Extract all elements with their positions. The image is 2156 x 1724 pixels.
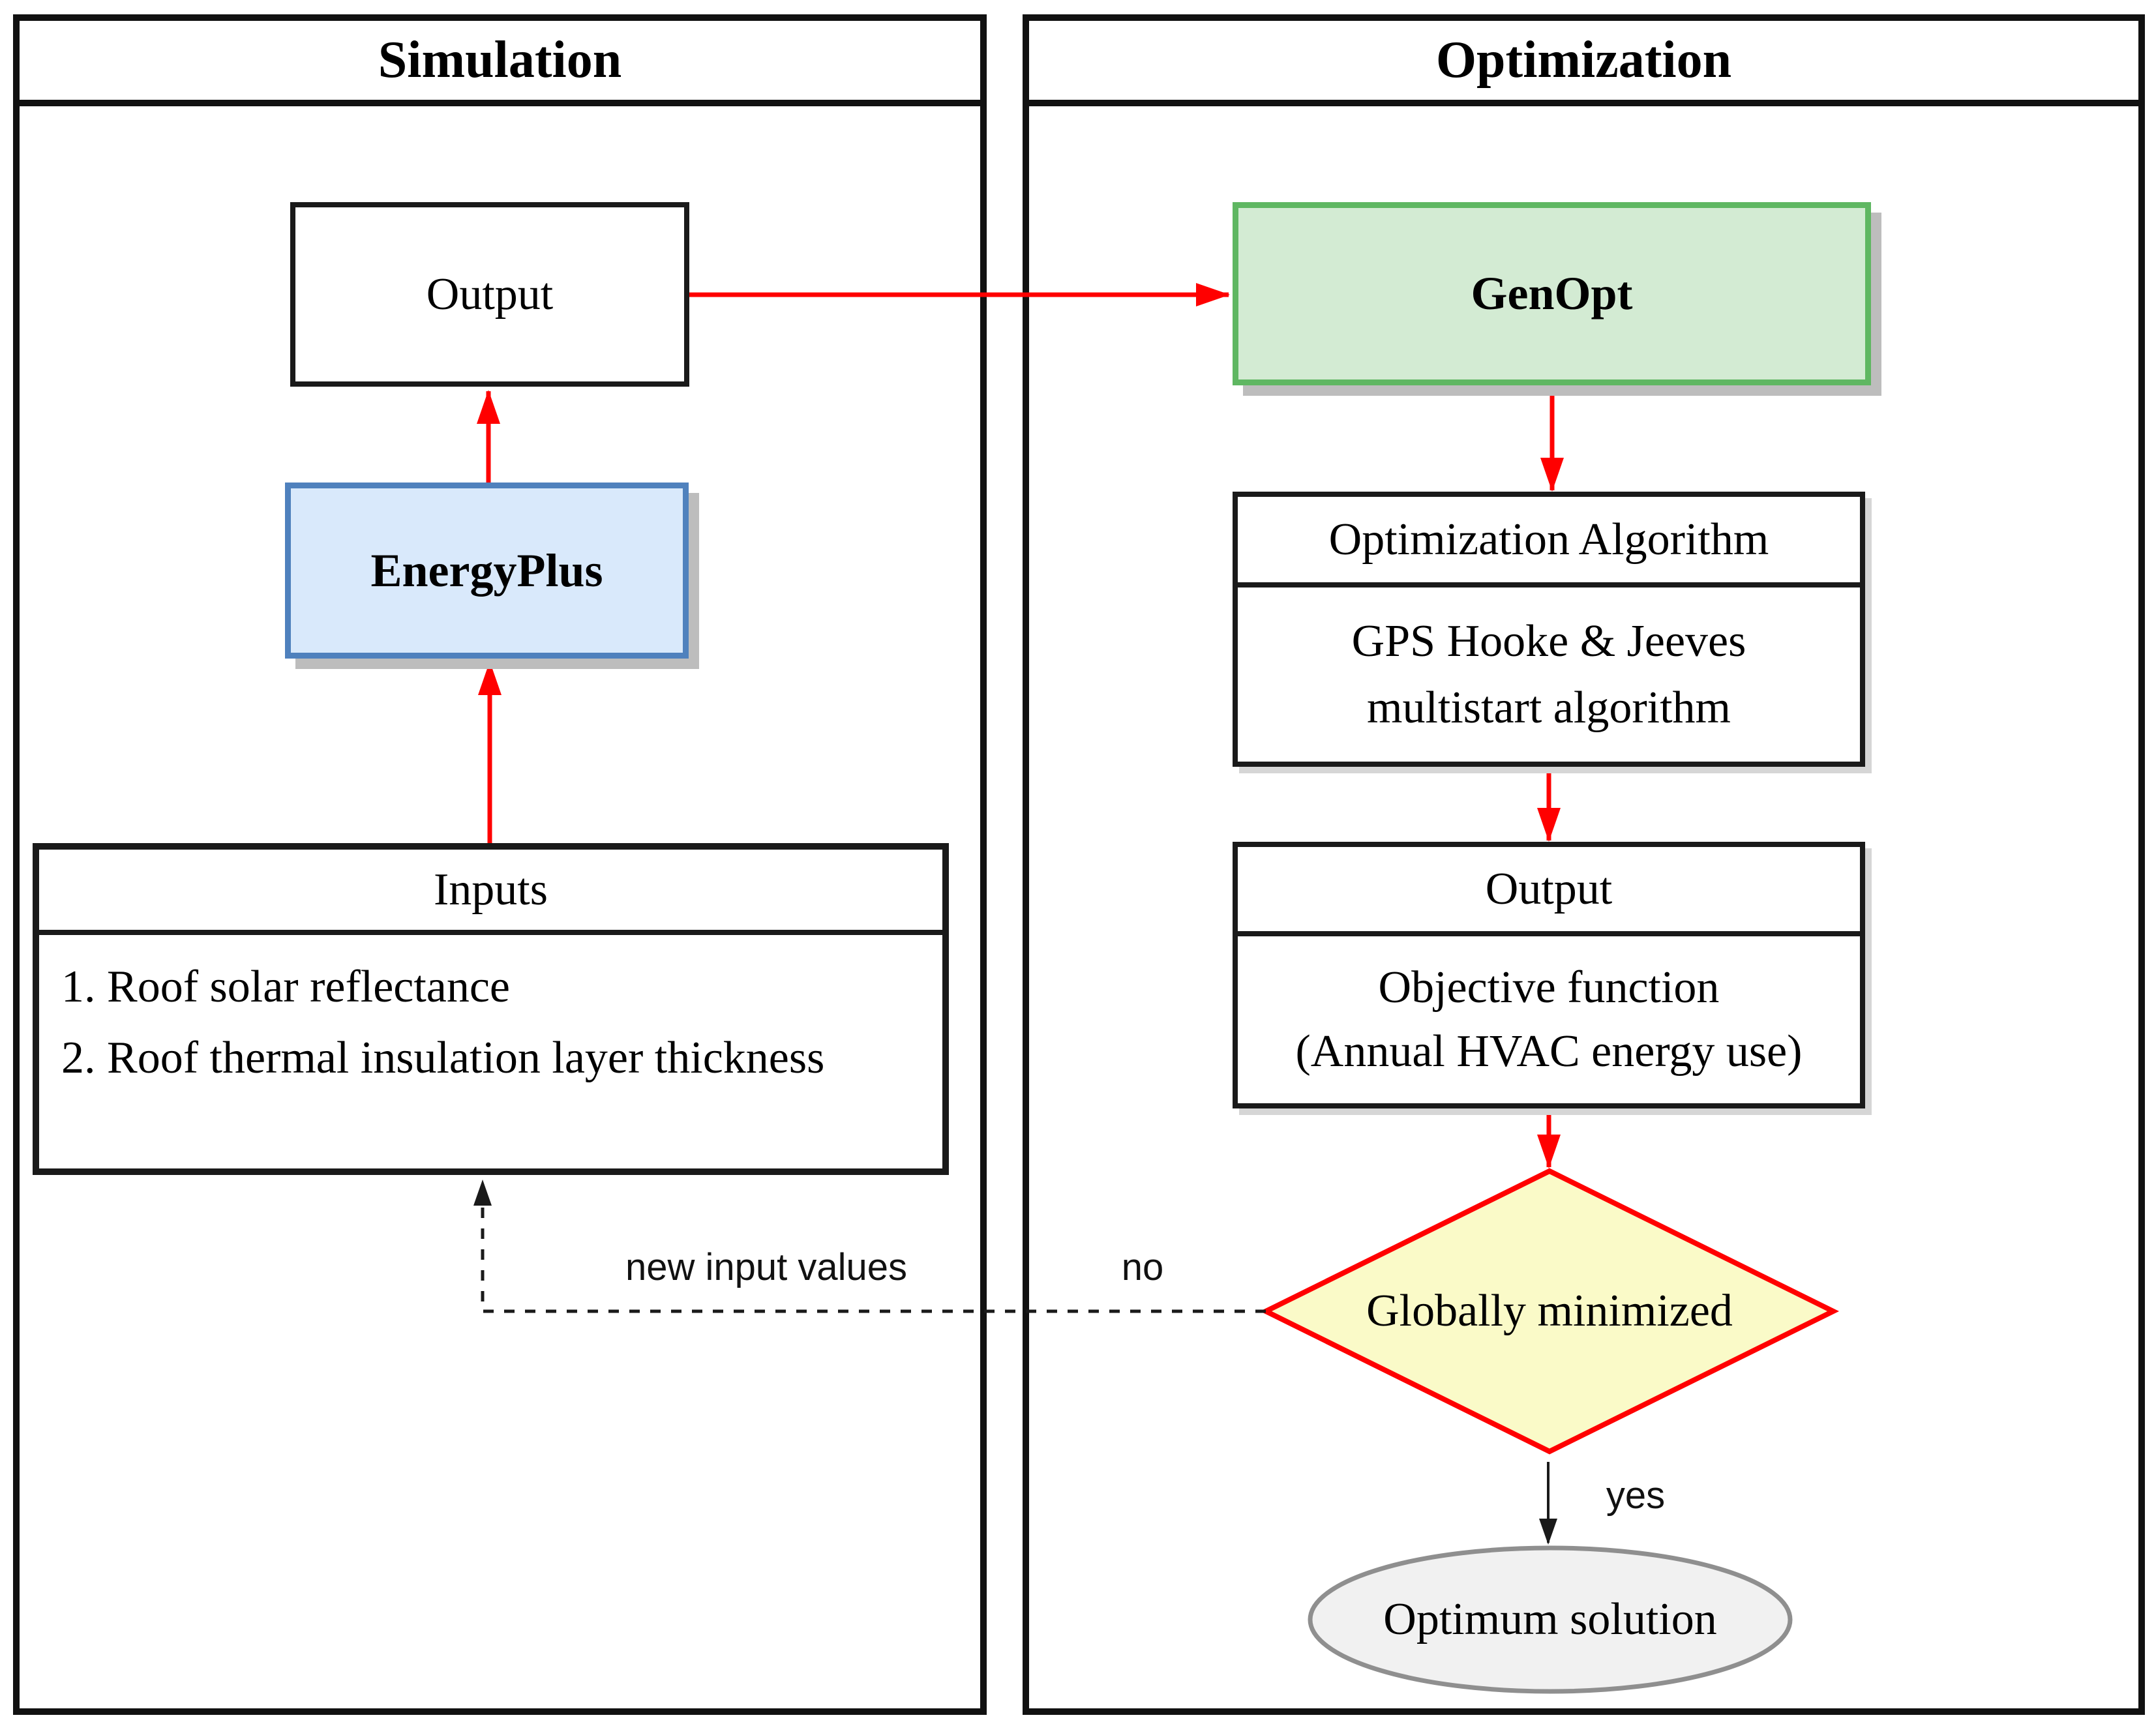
decision-label: Globally minimized (1366, 1286, 1733, 1336)
optimization-algorithm-body: GPS Hooke & Jeeves multistart algorithm (1238, 587, 1860, 762)
node-optimization-output: Output Objective function (Annual HVAC e… (1233, 842, 1865, 1108)
node-inputs: Inputs 1. Roof solar reflectance 2. Roof… (33, 843, 949, 1175)
inputs-header: Inputs (39, 850, 942, 935)
optimization-output-header: Output (1238, 847, 1860, 936)
optimization-title-text: Optimization (1435, 31, 1732, 89)
optimization-panel-title: Optimization (1029, 21, 2138, 106)
edge-label-new-input-values: new input values (625, 1245, 908, 1288)
node-optimization-algorithm: Optimization Algorithm GPS Hooke & Jeeve… (1233, 492, 1865, 767)
simulation-output-label: Output (426, 269, 554, 320)
genopt-label: GenOpt (1471, 267, 1633, 320)
energyplus-label: EnergyPlus (370, 544, 603, 597)
optimization-algorithm-header-label: Optimization Algorithm (1328, 514, 1769, 565)
edge-label-yes: yes (1606, 1474, 1666, 1517)
optimum-solution-label: Optimum solution (1383, 1594, 1717, 1644)
node-energyplus: EnergyPlus (285, 483, 689, 659)
optimization-algorithm-line1: GPS Hooke & Jeeves (1351, 616, 1746, 666)
optimization-algorithm-header: Optimization Algorithm (1238, 497, 1860, 587)
inputs-header-label: Inputs (434, 864, 548, 915)
simulation-title-text: Simulation (378, 31, 622, 89)
node-simulation-output: Output (290, 202, 689, 387)
optimization-algorithm-line2: multistart algorithm (1367, 682, 1731, 733)
edge-label-no: no (1121, 1245, 1164, 1288)
inputs-item-2: 2. Roof thermal insulation layer thickne… (61, 1032, 825, 1083)
simulation-panel-title: Simulation (20, 21, 980, 106)
optimization-output-body: Objective function (Annual HVAC energy u… (1238, 936, 1860, 1103)
inputs-list: 1. Roof solar reflectance 2. Roof therma… (39, 935, 942, 1093)
optimization-output-header-label: Output (1485, 863, 1613, 914)
optimization-output-line1: Objective function (1378, 962, 1720, 1013)
node-genopt: GenOpt (1233, 202, 1871, 385)
optimization-output-line2: (Annual HVAC energy use) (1295, 1026, 1803, 1077)
inputs-item-1: 1. Roof solar reflectance (61, 962, 511, 1012)
